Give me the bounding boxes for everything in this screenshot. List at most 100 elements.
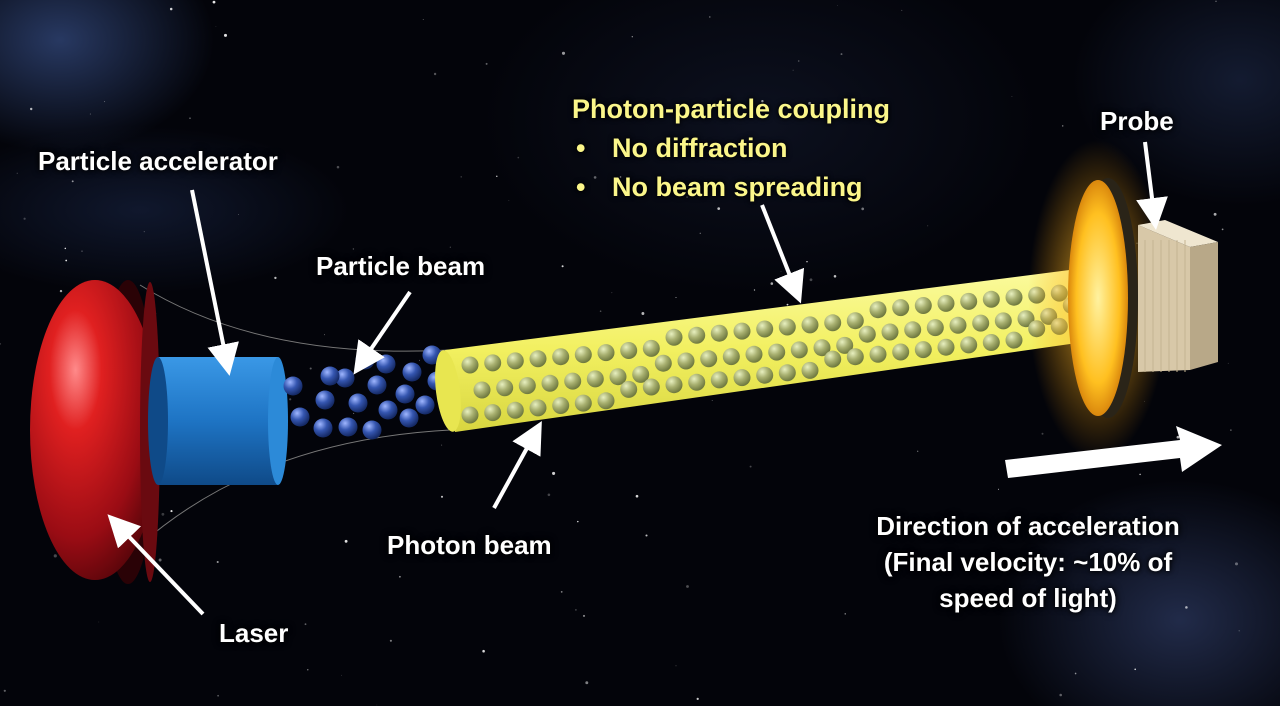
star: [561, 265, 564, 268]
star: [635, 494, 639, 498]
star: [809, 278, 813, 282]
star: [631, 36, 633, 38]
star: [98, 621, 100, 623]
photon-particle: [552, 397, 570, 414]
star: [344, 539, 348, 543]
photon-particle: [972, 314, 990, 332]
star: [1074, 672, 1077, 675]
star: [675, 665, 677, 667]
star: [619, 176, 622, 178]
star: [307, 669, 309, 671]
star: [859, 110, 862, 113]
star: [645, 534, 648, 537]
star: [792, 69, 794, 71]
photon-particle: [620, 342, 638, 359]
star: [158, 558, 162, 562]
photon-particle: [632, 365, 650, 383]
photon-particle: [564, 372, 582, 390]
bullet-icon: •: [576, 133, 586, 163]
probe-box: [1138, 220, 1218, 372]
star: [189, 117, 191, 119]
arrow-photon-beam: [492, 420, 542, 509]
star: [1084, 529, 1087, 532]
photon-particle: [937, 294, 955, 312]
photon-particle: [824, 350, 842, 368]
photon-particle: [700, 350, 718, 368]
photon-particle: [914, 341, 932, 359]
star: [699, 232, 701, 234]
photon-particle: [484, 354, 502, 372]
photon-particle: [597, 392, 615, 410]
star: [1213, 212, 1217, 216]
star: [582, 614, 586, 617]
photon-particle: [813, 339, 831, 357]
photon-beam-particles: [461, 273, 1103, 424]
label-particle-accelerator: Particle accelerator: [38, 146, 278, 176]
photon-particle: [892, 343, 910, 361]
photon-particle: [529, 350, 547, 368]
star: [901, 9, 903, 11]
star: [1041, 432, 1044, 435]
photon-particle: [949, 316, 967, 334]
photon-particle: [937, 338, 955, 356]
photon-particle: [506, 401, 524, 419]
star: [274, 276, 277, 280]
star: [517, 156, 520, 159]
star: [1238, 630, 1240, 632]
particle-beam: [283, 345, 458, 440]
photon-particle: [960, 292, 978, 310]
photon-particle: [1005, 288, 1023, 306]
photon-particle: [892, 299, 910, 317]
coupling-item: •No diffraction: [572, 129, 890, 168]
coupling-item-text: No beam spreading: [612, 172, 863, 202]
star: [917, 450, 919, 452]
star: [81, 250, 83, 252]
star: [496, 175, 498, 178]
star: [324, 334, 325, 336]
photon-particle: [790, 341, 808, 359]
star: [29, 107, 33, 111]
star: [161, 512, 165, 516]
label-laser: Laser: [219, 618, 289, 648]
star: [577, 520, 579, 523]
photon-particle: [654, 354, 672, 372]
photon-particle: [484, 404, 502, 422]
star: [1221, 228, 1224, 231]
particle: [283, 376, 303, 396]
star: [216, 560, 219, 564]
star: [786, 303, 789, 306]
particle-accelerator: [148, 357, 288, 485]
star: [3, 689, 6, 692]
star: [223, 33, 228, 37]
photon-particle: [994, 312, 1012, 330]
star: [1185, 606, 1188, 609]
coupling-callout: Photon-particle coupling •No diffraction…: [572, 90, 890, 207]
star: [797, 60, 800, 62]
star: [675, 297, 677, 299]
photon-particle: [541, 374, 559, 392]
particle: [378, 400, 398, 420]
star: [552, 471, 556, 475]
star: [16, 172, 18, 174]
star: [997, 488, 1000, 490]
star: [399, 575, 401, 578]
star: [780, 270, 782, 272]
particle: [376, 354, 396, 374]
star: [927, 225, 929, 227]
star: [591, 109, 594, 112]
star: [1215, 0, 1217, 3]
star: [485, 62, 488, 65]
star: [686, 196, 688, 198]
star: [560, 591, 563, 593]
star: [289, 398, 292, 401]
star: [1059, 693, 1062, 697]
star: [593, 176, 597, 179]
star: [65, 259, 68, 262]
photon-particle: [529, 399, 547, 417]
direction-line-3: speed of light): [939, 583, 1117, 613]
bullet-icon: •: [576, 172, 586, 202]
particle: [399, 408, 419, 428]
photon-particle: [665, 328, 683, 346]
photon-particle: [642, 339, 660, 357]
star: [217, 694, 219, 697]
